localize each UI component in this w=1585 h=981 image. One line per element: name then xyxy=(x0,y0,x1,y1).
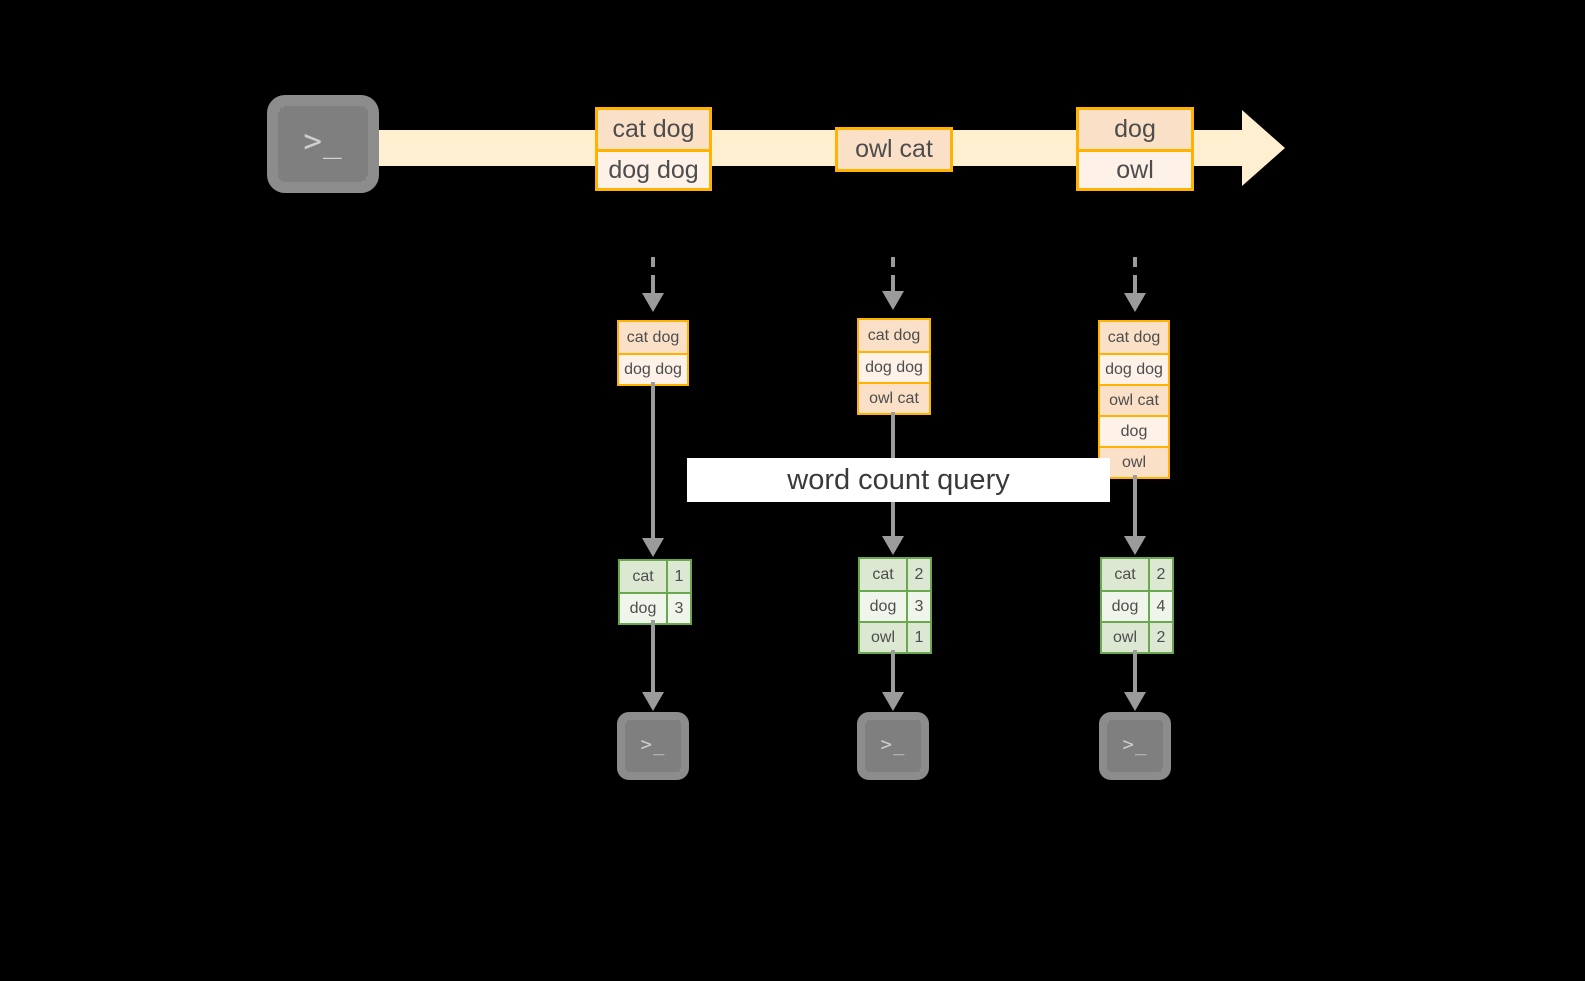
query-label: word count query xyxy=(687,458,1110,502)
snapshot-input-stack-3: cat dog dog dog owl cat dog owl xyxy=(1098,320,1170,479)
stream-message-1: cat dog dog dog xyxy=(595,107,712,191)
snapshot-trigger-arrowhead-1 xyxy=(642,293,664,312)
result-row: cat 2 xyxy=(860,559,930,590)
stack-row: cat dog xyxy=(619,322,687,353)
result-word: dog xyxy=(620,594,666,623)
result-count: 4 xyxy=(1148,592,1172,621)
result-word: dog xyxy=(1102,592,1148,621)
sink-arrowhead-1 xyxy=(642,692,664,711)
result-row: cat 2 xyxy=(1102,559,1172,590)
result-word: dog xyxy=(860,592,906,621)
stream-message-line: owl xyxy=(1079,149,1191,188)
stack-row: owl cat xyxy=(859,382,929,413)
source-terminal-icon: >_ xyxy=(267,95,379,193)
result-word: owl xyxy=(860,623,906,652)
snapshot-trigger-arrowhead-2 xyxy=(882,291,904,310)
snapshot-input-stack-1: cat dog dog dog xyxy=(617,320,689,386)
stream-arrowhead xyxy=(1242,110,1285,186)
result-word: cat xyxy=(620,561,666,592)
sink-terminal-icon-1: >_ xyxy=(617,712,689,780)
sink-terminal-icon-2: >_ xyxy=(857,712,929,780)
result-count: 2 xyxy=(906,559,930,590)
stack-row: dog dog xyxy=(1100,353,1168,384)
result-row: dog 4 xyxy=(1102,590,1172,621)
result-table-3: cat 2 dog 4 owl 2 xyxy=(1100,557,1174,654)
stream-message-line: dog dog xyxy=(598,149,709,188)
terminal-prompt-icon: >_ xyxy=(303,123,343,160)
sink-terminal-body: >_ xyxy=(1107,720,1163,772)
snapshot-trigger-connector-1 xyxy=(651,257,655,295)
stack-row: owl xyxy=(1100,446,1168,477)
result-count: 3 xyxy=(906,592,930,621)
result-row: dog 3 xyxy=(620,592,690,623)
sink-connector-2 xyxy=(891,650,895,698)
query-arrowhead-3 xyxy=(1124,536,1146,555)
result-word: cat xyxy=(1102,559,1148,590)
snapshot-trigger-arrowhead-3 xyxy=(1124,293,1146,312)
result-row: cat 1 xyxy=(620,561,690,592)
stream-message-2: owl cat xyxy=(835,127,953,172)
stack-row: dog xyxy=(1100,415,1168,446)
result-count: 3 xyxy=(666,594,690,623)
stack-row: dog dog xyxy=(859,351,929,382)
result-count: 1 xyxy=(666,561,690,592)
result-word: cat xyxy=(860,559,906,590)
sink-connector-1 xyxy=(651,620,655,698)
terminal-prompt-icon: >_ xyxy=(1122,732,1148,755)
result-table-1: cat 1 dog 3 xyxy=(618,559,692,625)
stream-message-line: owl cat xyxy=(838,130,950,169)
result-row: dog 3 xyxy=(860,590,930,621)
query-connector-1 xyxy=(651,382,655,554)
stack-row: cat dog xyxy=(1100,322,1168,353)
source-terminal-body: >_ xyxy=(278,106,368,182)
sink-arrowhead-2 xyxy=(882,692,904,711)
sink-arrowhead-3 xyxy=(1124,692,1146,711)
snapshot-trigger-connector-2 xyxy=(891,257,895,295)
snapshot-trigger-connector-3 xyxy=(1133,257,1137,295)
stack-row: owl cat xyxy=(1100,384,1168,415)
terminal-prompt-icon: >_ xyxy=(640,732,666,755)
result-count: 1 xyxy=(906,623,930,652)
result-row: owl 2 xyxy=(1102,621,1172,652)
sink-terminal-body: >_ xyxy=(625,720,681,772)
query-connector-3 xyxy=(1133,475,1137,552)
result-row: owl 1 xyxy=(860,621,930,652)
stream-message-line: dog xyxy=(1079,110,1191,149)
result-count: 2 xyxy=(1148,559,1172,590)
query-arrowhead-1 xyxy=(642,538,664,557)
query-arrowhead-2 xyxy=(882,536,904,555)
stack-row: dog dog xyxy=(619,353,687,384)
result-word: owl xyxy=(1102,623,1148,652)
stream-message-line: cat dog xyxy=(598,110,709,149)
snapshot-input-stack-2: cat dog dog dog owl cat xyxy=(857,318,931,415)
result-table-2: cat 2 dog 3 owl 1 xyxy=(858,557,932,654)
terminal-prompt-icon: >_ xyxy=(880,732,906,755)
sink-connector-3 xyxy=(1133,650,1137,698)
result-count: 2 xyxy=(1148,623,1172,652)
sink-terminal-icon-3: >_ xyxy=(1099,712,1171,780)
stack-row: cat dog xyxy=(859,320,929,351)
stream-message-3: dog owl xyxy=(1076,107,1194,191)
sink-terminal-body: >_ xyxy=(865,720,921,772)
